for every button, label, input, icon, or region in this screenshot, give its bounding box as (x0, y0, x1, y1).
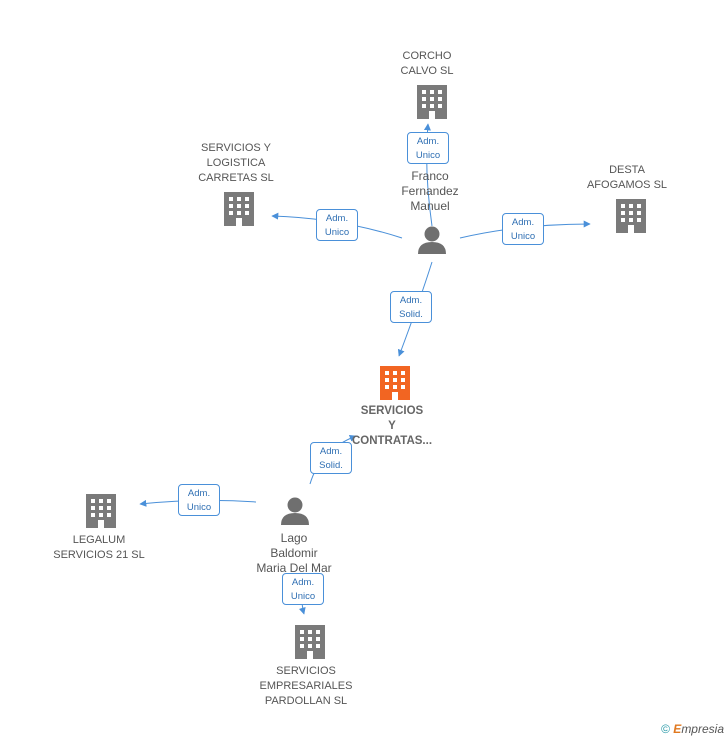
node-label-main[interactable]: SERVICIOS Y CONTRATAS... (342, 404, 442, 449)
edge-label-line: Unico (324, 227, 350, 238)
building-icon-corcho[interactable] (417, 85, 447, 119)
building-icon-main[interactable] (380, 366, 410, 400)
edge-label-franco-desta[interactable]: Adm. Unico (502, 213, 544, 245)
label-line: DESTA (609, 164, 645, 176)
edge-label-line: Adm. (511, 217, 535, 228)
brand-name: mpresia (681, 722, 724, 736)
edge-label-line: Unico (290, 591, 316, 602)
label-line: CONTRATAS... (351, 435, 433, 447)
edge-label-line: Adm. (291, 577, 315, 588)
label-line: CALVO SL (400, 65, 454, 77)
label-line: LEGALUM (72, 534, 126, 546)
node-label-franco[interactable]: Franco Fernandez Manuel (380, 169, 480, 214)
label-line: SERVICIOS Y (201, 142, 271, 154)
edge-label-franco-main[interactable]: Adm. Solid. (390, 291, 432, 323)
edge-label-line: Adm. (319, 446, 343, 457)
building-icon-desta[interactable] (616, 199, 646, 233)
edge-label-line: Solid. (319, 460, 343, 471)
edge-label-franco-logistica[interactable]: Adm. Unico (316, 209, 358, 241)
building-icon-logistica[interactable] (224, 192, 254, 226)
edge-label-line: Unico (415, 150, 441, 161)
label-line: SERVICIOS (276, 665, 336, 677)
label-line: EMPRESARIALES (259, 680, 353, 692)
edge-label-line: Adm. (399, 295, 423, 306)
edge-label-line: Adm. (187, 488, 211, 499)
label-line: Fernandez (401, 184, 459, 198)
edge-label-lago-legalum[interactable]: Adm. Unico (178, 484, 220, 516)
edge-label-franco-corcho[interactable]: Adm. Unico (407, 132, 449, 164)
edge-label-line: Adm. (416, 136, 440, 147)
label-line: Lago (280, 531, 308, 545)
label-line: Y (388, 420, 396, 432)
node-label-lago[interactable]: Lago Baldomir Maria Del Mar (244, 531, 344, 576)
edge-label-line: Adm. (325, 213, 349, 224)
label-line: Manuel (410, 199, 450, 213)
label-line: Maria Del Mar (256, 561, 332, 575)
label-line: PARDOLLAN SL (264, 695, 348, 707)
edge-label-lago-main[interactable]: Adm. Solid. (310, 442, 352, 474)
label-line: SERVICIOS (360, 405, 424, 417)
edge-label-line: Solid. (399, 309, 423, 320)
brand-initial: E (673, 722, 682, 736)
building-icon-pardollan[interactable] (295, 625, 325, 659)
label-line: CARRETAS SL (198, 172, 274, 184)
node-label-desta[interactable]: DESTA AFOGAMOS SL (572, 163, 682, 193)
edge-label-line: Unico (510, 231, 536, 242)
node-label-logistica[interactable]: SERVICIOS Y LOGISTICA CARRETAS SL (181, 141, 291, 186)
node-label-legalum[interactable]: LEGALUM SERVICIOS 21 SL (44, 533, 154, 563)
edge-label-lago-pardollan[interactable]: Adm. Unico (282, 573, 324, 605)
edge-label-line: Unico (186, 502, 212, 513)
person-icon-lago[interactable] (281, 497, 309, 526)
label-line: LOGISTICA (206, 157, 266, 169)
copyright-icon: © (661, 722, 670, 736)
node-label-pardollan[interactable]: SERVICIOS EMPRESARIALES PARDOLLAN SL (246, 664, 366, 709)
label-line: Franco (411, 169, 449, 183)
building-icon-legalum[interactable] (86, 494, 116, 528)
label-line: AFOGAMOS SL (586, 179, 668, 191)
label-line: SERVICIOS 21 SL (53, 549, 145, 561)
label-line: Baldomir (270, 546, 318, 560)
brand-footer: © Empresia (661, 722, 724, 736)
node-label-corcho[interactable]: CORCHO CALVO SL (377, 49, 477, 79)
label-line: CORCHO (402, 50, 452, 62)
person-icon-franco[interactable] (418, 226, 446, 255)
